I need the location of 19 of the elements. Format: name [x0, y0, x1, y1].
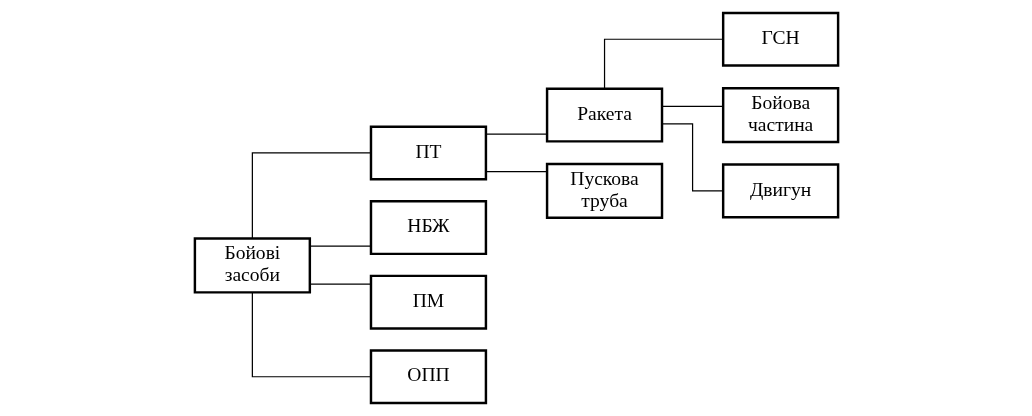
connector [251, 152, 371, 239]
node-box: НБЖ [369, 200, 487, 256]
node-box: ОПП [369, 349, 487, 405]
connector [661, 123, 723, 192]
node-box: Бойові засоби [193, 237, 311, 294]
connector [603, 38, 724, 90]
connector [661, 105, 723, 107]
connector [485, 133, 547, 135]
node-box: ГСН [721, 11, 839, 67]
node-box: Двигун [721, 163, 839, 219]
connector [308, 283, 371, 285]
connector [308, 245, 371, 247]
node-box: Пускова труба [545, 162, 663, 219]
node-box: Ракета [545, 87, 663, 143]
connector [251, 291, 371, 378]
node-box: Бойова частина [721, 86, 839, 144]
connector [485, 171, 547, 173]
node-box: ПТ [369, 125, 487, 181]
node-box: ПМ [369, 274, 487, 330]
